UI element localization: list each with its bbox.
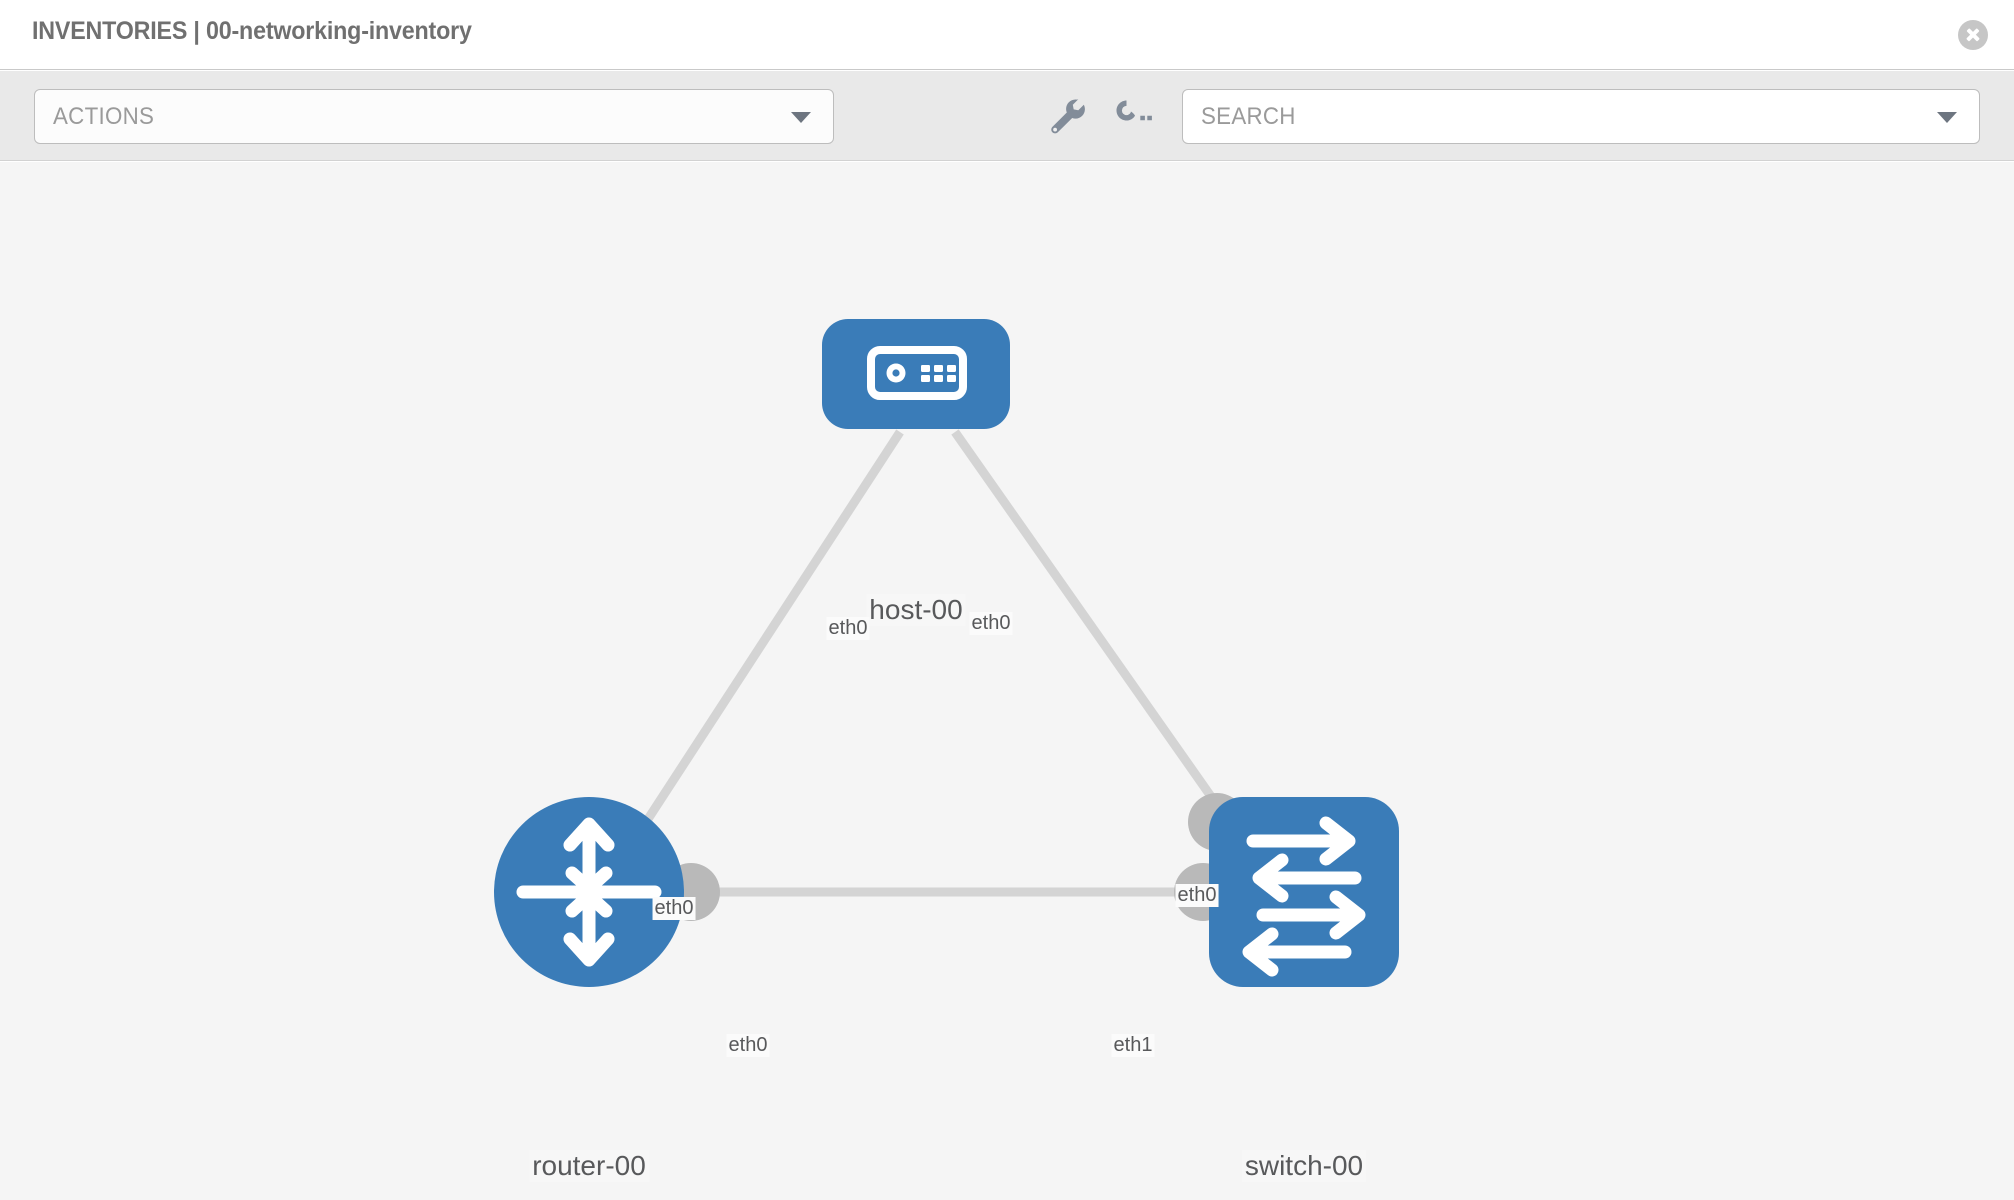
four-arrows-converging-icon xyxy=(516,817,662,967)
interface-label: eth1 xyxy=(1111,1034,1155,1057)
node-router-00 xyxy=(494,797,684,987)
search-input[interactable]: SEARCH xyxy=(1182,89,1980,144)
topology-graph xyxy=(494,319,1399,987)
topology-canvas[interactable]: host-00 router-00 switch-00 eth0 eth0 et… xyxy=(0,162,2014,1200)
key-icon[interactable] xyxy=(1110,93,1156,139)
interface-label: eth0 xyxy=(1175,884,1219,907)
search-placeholder: SEARCH xyxy=(1201,102,1296,130)
host-node-shape xyxy=(822,319,1010,429)
actions-dropdown-label: ACTIONS xyxy=(53,102,155,130)
interface-label: eth0 xyxy=(826,617,870,640)
topology-links xyxy=(616,429,1254,897)
bidirectional-arrows-icon xyxy=(1242,816,1366,977)
chevron-down-icon xyxy=(791,111,811,123)
link-host-switch xyxy=(951,429,1254,855)
actions-dropdown[interactable]: ACTIONS xyxy=(34,89,834,144)
node-label-router: router-00 xyxy=(529,1150,649,1182)
interface-label: eth0 xyxy=(726,1034,770,1057)
page-header: INVENTORIES | 00-networking-inventory xyxy=(0,0,2014,70)
interface-label: eth0 xyxy=(652,897,696,920)
close-icon[interactable] xyxy=(1958,20,1988,50)
page-title: INVENTORIES | 00-networking-inventory xyxy=(32,17,472,45)
server-device-icon xyxy=(867,346,967,400)
interface-label: eth0 xyxy=(969,612,1013,635)
link-host-router xyxy=(616,429,904,865)
node-switch-00 xyxy=(1209,797,1399,987)
chevron-down-icon[interactable] xyxy=(1937,111,1957,123)
node-host-00 xyxy=(822,319,1010,429)
wrench-icon[interactable] xyxy=(1043,93,1089,139)
node-label-host: host-00 xyxy=(866,594,966,626)
node-label-switch: switch-00 xyxy=(1241,1150,1367,1182)
toolbar: ACTIONS SEARCH xyxy=(0,71,2014,161)
